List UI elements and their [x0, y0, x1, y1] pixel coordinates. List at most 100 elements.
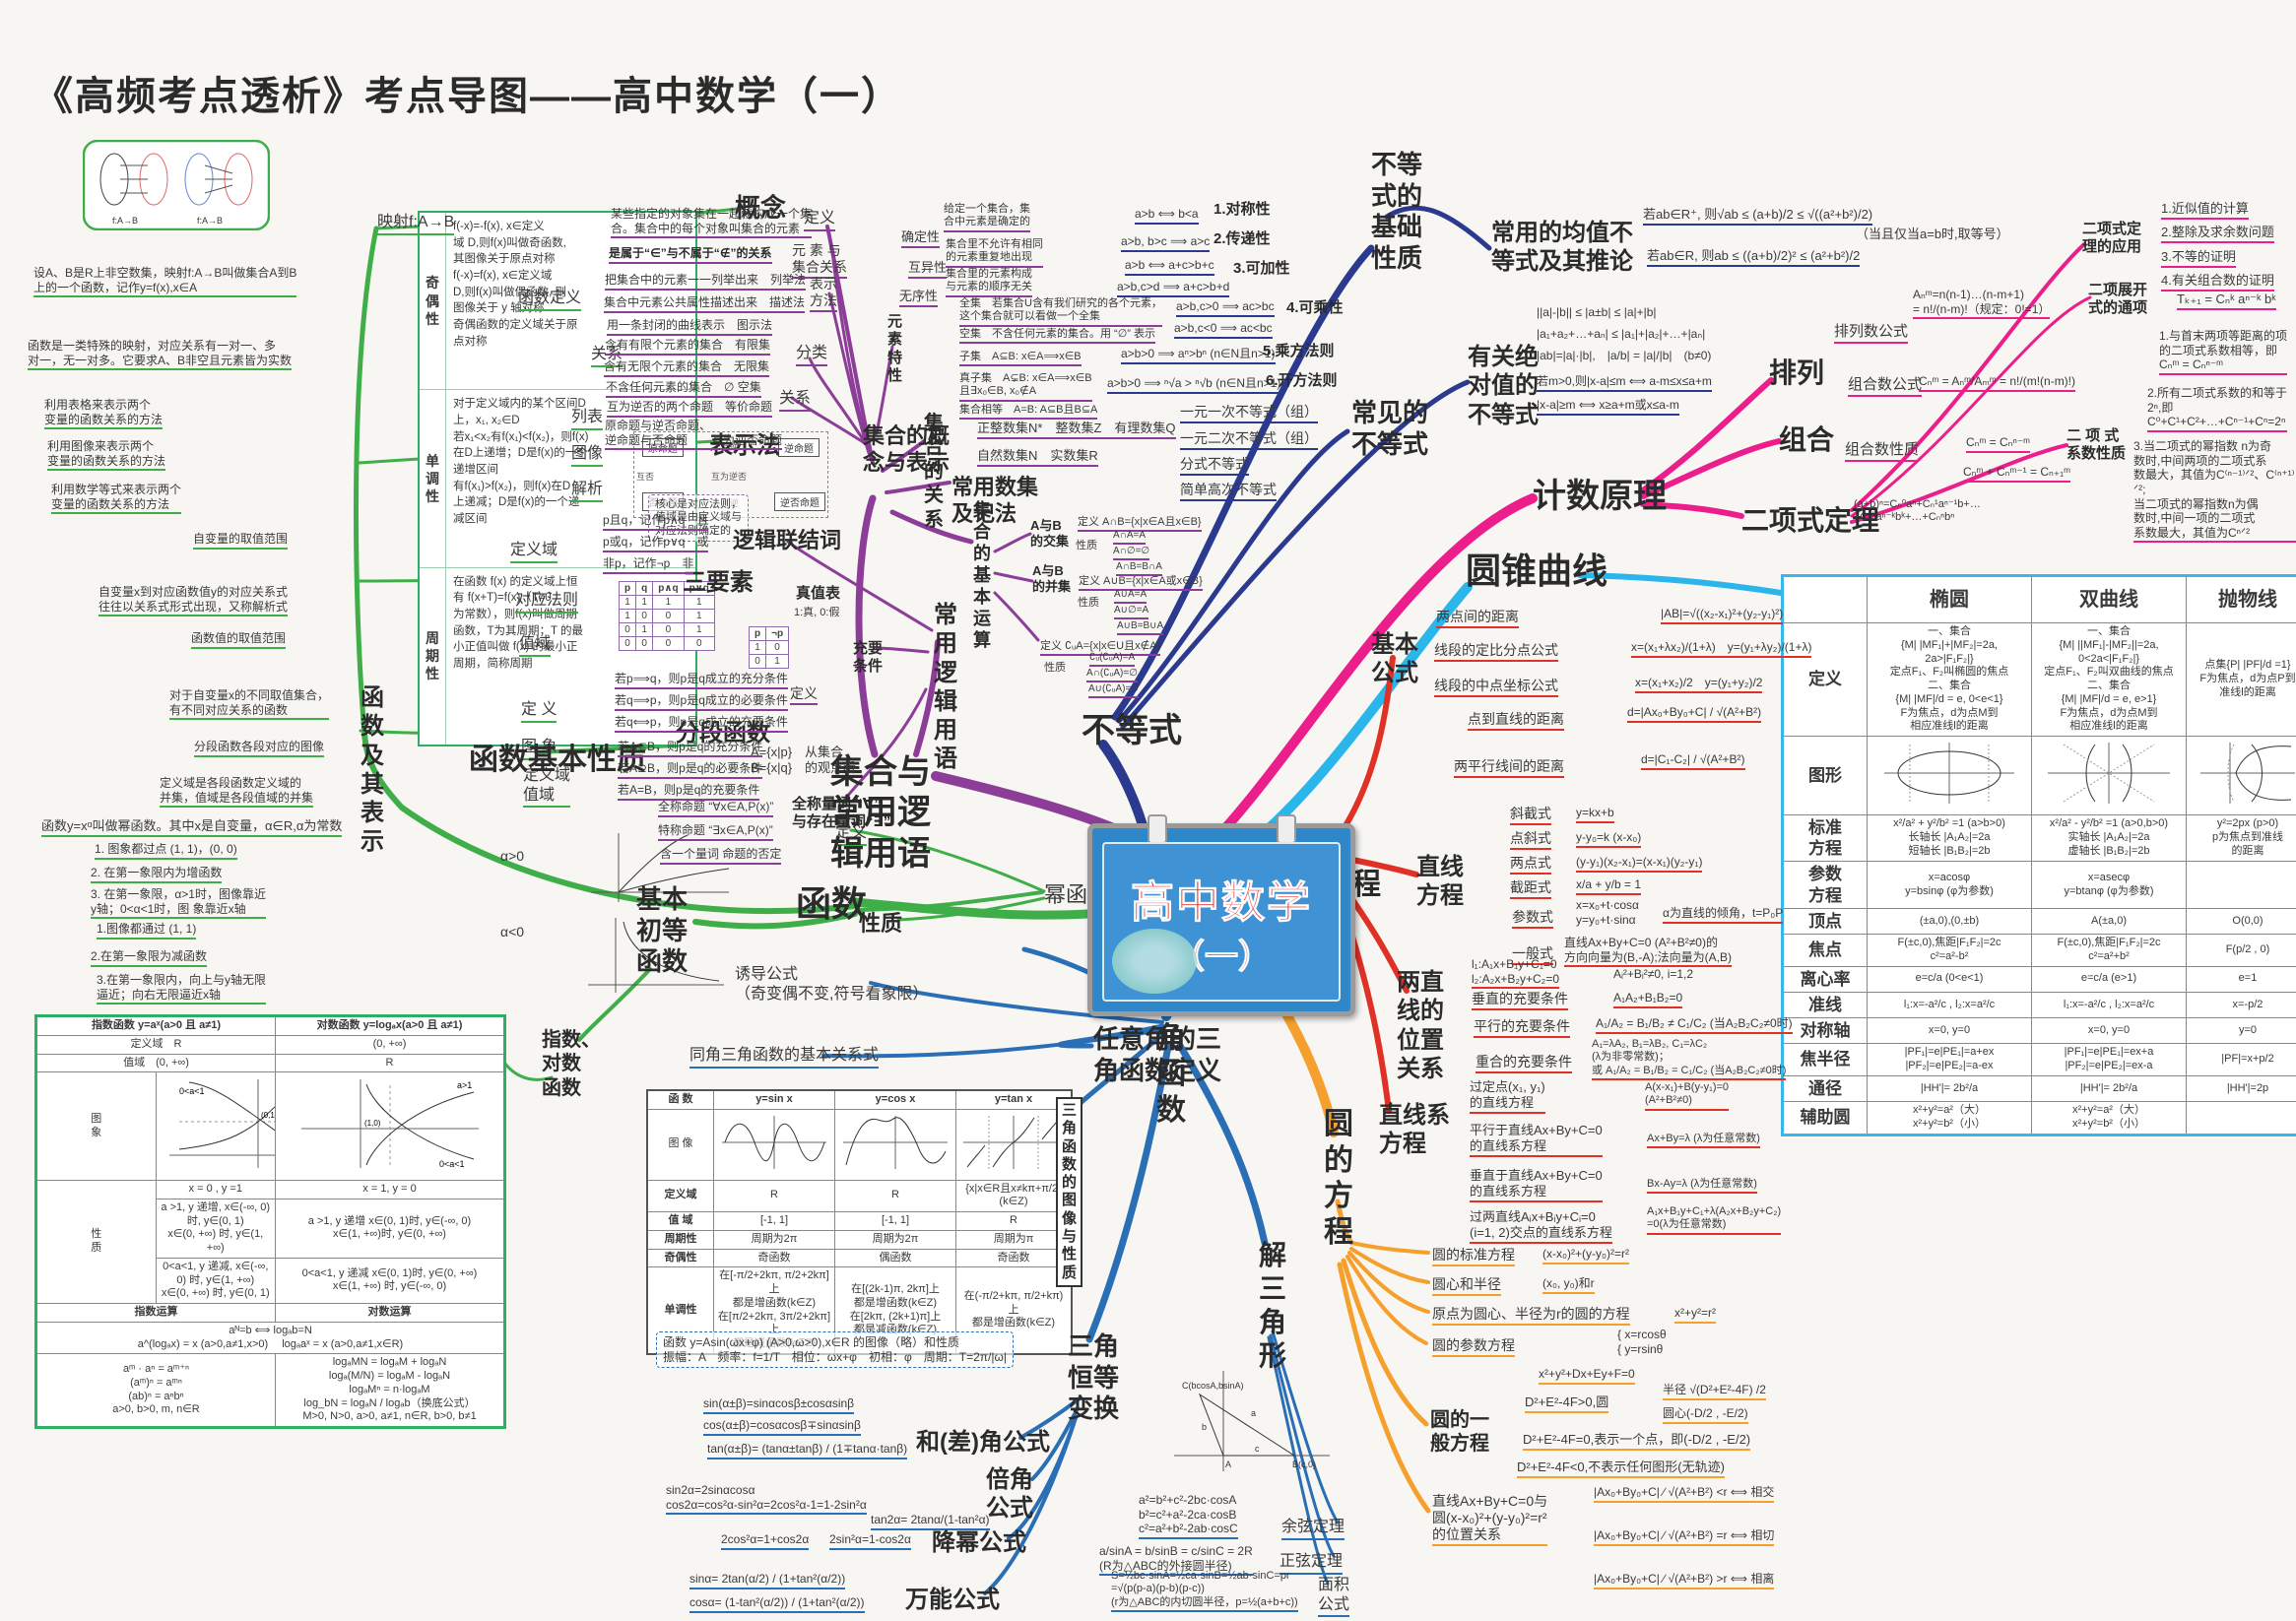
jh-jhgx: 集 合 的 关 系 [924, 413, 944, 531]
hs-list: 列表 [571, 408, 604, 430]
truth-cell: 0 [683, 636, 715, 651]
conic-row-label: 标准 方程 [1782, 813, 1868, 863]
conic-row-label: 定义 [1782, 622, 1868, 737]
hs-concept: 概念 [735, 193, 787, 223]
sj-yindao: 诱导公式 （奇变偶不变,符号看象限） [735, 966, 929, 1003]
yy-4: 4.有关组合数的证明 [2161, 273, 2274, 292]
curve-qc [841, 687, 928, 804]
branch-hanshu: 函数 [796, 883, 868, 924]
curve-zh [1640, 438, 1782, 499]
hs-power-xz: 性质 [859, 911, 903, 936]
bds-l6: 6.开方法则 [1266, 372, 1338, 389]
hs-jbcd: 基本 初等 函数 [636, 884, 689, 977]
curve-jh-gnys [855, 494, 879, 758]
lzx-label: 两直 线的 位置 关系 [1397, 969, 1444, 1082]
jdz-f4: 若m>0,则|x-a|≤m ⟺ a-m≤x≤a+m [1537, 374, 1712, 392]
lzx-px-f: A₁/A₂ = B₁/B₂ ≠ C₁/C₂ (当A₂B₂C₂≠0时) [1596, 1016, 1793, 1034]
xs-2: 2.所有二项式系数的和等于 2ⁿ,即 C⁰+C¹+C²+…+Cⁿ⁻¹+Cⁿ=2ⁿ [2147, 386, 2288, 432]
bds-f3b: a>b,c>d ⟹ a+c>b+d [1117, 280, 1230, 297]
zh-f: Cₙᵐ = Aₙᵐ/Aₘᵐ = n!/(m!(n-m)!) [1919, 374, 2076, 392]
conic-ellipse-graph [1867, 736, 2032, 815]
bing-f2: A∪∅=A [1114, 605, 1149, 620]
wn-1: sinα= 2tan(α/2) / (1+tan²(α/2)) [689, 1572, 846, 1589]
truth-cell: 0 [635, 609, 654, 623]
curve-bxs-tx [1850, 295, 2092, 518]
zxx-2: 平行于直线Ax+By+C=0 的直线系方程 [1470, 1123, 1603, 1157]
jb-5: 两平行线间的距离 [1454, 758, 1564, 779]
sj-asin: 函数 y=Asin(ωx+φ) (A>0,ω>0),x∈R 的图像（略）和性质 … [656, 1331, 1014, 1369]
jh-def-desc: 某些指定的对象集在一起就构成一个集 合。集合中的每个对象叫集合的元素 [611, 207, 813, 239]
hs-sanyaosu: 三要素 [683, 569, 754, 596]
curve-y1 [1349, 1241, 1430, 1255]
jh-ys-label: 元 素 与 集合关系 [792, 242, 847, 280]
jdz-f5: |x-a|≥m ⟺ x≥a+m或x≤a-m [1537, 398, 1679, 416]
property-row-label: 周 期 性 [420, 567, 446, 745]
curve-hanshu-vert [353, 226, 379, 737]
jh-quanji: 全集 若集合U含有我们研究的各个元素， 这个集合就可以看做一个全集 [959, 297, 1162, 327]
y-4: 圆的参数方程 [1432, 1337, 1515, 1358]
conic-cell-hyperbola: x²/a² - y²/b² =1 (a>0,b>0) 实轴长 |A₁A₂|=2a… [2031, 813, 2187, 863]
truth-cell: 0 [618, 622, 637, 637]
qc-label: 全称量词 “∀” 与存在量词“∃” [792, 796, 891, 831]
curve-hc [1018, 1396, 1082, 1440]
jh-hyx: 互异性 [908, 260, 948, 279]
triangle-figure: C(bcosA,bsinA) B(c,0) ab cA [1174, 1371, 1330, 1471]
bds-changjian: 常见的 不等式 [1351, 398, 1429, 459]
conic-cell-hyperbola: l₁:x=-a²/c , l₂:x=a²/c [2031, 991, 2187, 1019]
jz-f2: 若ab∈R, 则ab ≤ ((a+b)/2)² ≤ (a²+b²)/2 [1647, 248, 1861, 267]
table-cell: 0<a<1, y 递减 x∈(0, 1)时, y∈(0, +∞) x∈(1, +… [275, 1257, 505, 1305]
conic-cell-parabola: O(0,0) [2186, 907, 2296, 936]
jh-dengjia: 互为逆否的两个命题 等价命题 [607, 400, 773, 418]
cyty-set: A={x|p} 从集合 B={x|q} 的观点看 [751, 745, 857, 775]
qc-2: 特称命题 “∃x∈A,P(x)” [658, 823, 773, 841]
svg-text:a>1: a>1 [457, 1080, 472, 1090]
y-gen-f: x²+y²+Dx+Ey+F=0 [1539, 1367, 1635, 1385]
hs-pw-img: 图 象 [521, 738, 558, 760]
bing-xz: 性质 [1078, 597, 1099, 609]
hs-hsjqbs: 函 数 及 其 表 示 [361, 684, 384, 856]
hs-pw-def: 定 义 [521, 700, 558, 723]
curve-bj [1030, 1406, 1080, 1481]
pl-gs: 排列数公式 [1834, 323, 1909, 345]
lj-huo: p或q，记作p∨q 或 [603, 535, 709, 552]
truth-cell: 1 [683, 622, 715, 637]
bds-f5: a>b>0 ⟹ aⁿ>bⁿ (n∈N且n>1) [1121, 347, 1276, 364]
branch-yuanzhui: 圆锥曲线 [1466, 551, 1608, 591]
truth-cell: 1 [683, 595, 715, 610]
cyty-label: 充要 条件 [853, 640, 884, 676]
zx-dxs: 点斜式 [1510, 830, 1551, 851]
conic-cell-parabola: x=-p/2 [2186, 991, 2296, 1019]
power-negative-graph [588, 918, 724, 993]
zx-xjs: 斜截式 [1510, 806, 1551, 826]
bing-f3: A∪B=B∪A [1117, 620, 1164, 636]
curve-jsj [1176, 1042, 1269, 1247]
conic-cell-hyperbola: |PF₁|=e|PE₁|=ex+a |PF₂|=e|PE₂|=ex-a [2031, 1043, 2187, 1076]
svg-text:(0,1): (0,1) [261, 1111, 276, 1120]
jm-label: 降幂公式 [932, 1529, 1026, 1556]
conic-cell-hyperbola: e=c/a (e>1) [2031, 965, 2187, 993]
bds-l1: 1.对称性 [1214, 201, 1271, 218]
explog-table: 指数函数 y=aˣ(a>0 且 a≠1)对数函数 y=logₐx(a>0 且 a… [34, 1014, 506, 1429]
jh-ys-desc: 是属于“∈”与不属于“∉”的关系 [609, 246, 772, 264]
curve-mj [1267, 1335, 1330, 1586]
trig-cos-graph [834, 1108, 956, 1181]
central-title: 高中数学 [1131, 877, 1312, 927]
y-gen: 圆的一 般方程 [1430, 1409, 1489, 1456]
hc-2: cos(α±β)=cosαcosβ∓sinαsinβ [703, 1418, 861, 1436]
trig-cell: [-1, 1] [713, 1211, 835, 1231]
trig-header: 函 数 [646, 1089, 714, 1110]
bds-f6: a>b>0 ⟹ ⁿ√a > ⁿ√b (n∈N且n>1) [1107, 376, 1281, 394]
y-w1: |Ax₀+By₀+C| ∕ √(A²+B²) <r ⟺ 相交 [1594, 1485, 1775, 1503]
lj-label: 逻辑联结词 [733, 528, 842, 552]
conic-cell-ellipse: x²/a² + y²/b² =1 (a>b>0) 长轴长 |A₁A₂|=2a 短… [1867, 813, 2032, 863]
curve-jbcd [692, 911, 858, 930]
zx-css-f: x=x₀+t·cosα y=y₀+t·sinα [1576, 898, 1639, 927]
zh-xz-f2: Cₙᵐ + Cₙᵐ⁻¹ = Cₙ₊₁ᵐ [1963, 465, 2071, 483]
conic-cell-ellipse: x=0, y=0 [1867, 1016, 2032, 1045]
table-cell: 指数运算 [35, 1303, 276, 1323]
bds-cj3: 分式不等式 [1180, 456, 1249, 477]
table-cell: x = 1, y = 0 [275, 1180, 505, 1200]
conic-row-label: 图形 [1782, 736, 1868, 815]
y-4f: { x=rcosθ { y=rsinθ [1617, 1328, 1667, 1356]
